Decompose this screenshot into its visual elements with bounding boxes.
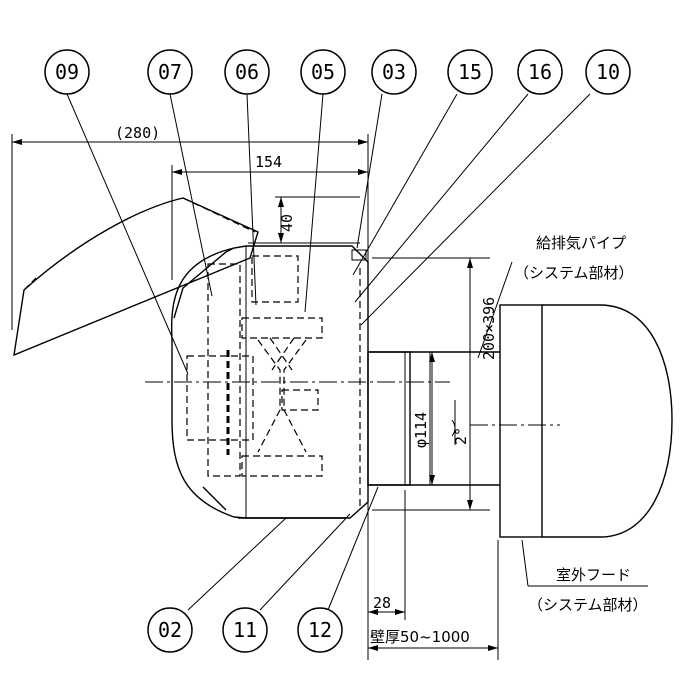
dimension-slope-label: 2° bbox=[452, 427, 470, 445]
dimension-pipe-diameter: φ114 bbox=[412, 352, 435, 485]
dimension-overall: (280) bbox=[11, 124, 368, 330]
callout-10: 10 bbox=[585, 49, 631, 95]
callout-11-label: 11 bbox=[233, 618, 257, 642]
dimension-overall-label: (280) bbox=[115, 124, 160, 142]
dimension-wall-thickness-label: 壁厚50~1000 bbox=[370, 628, 470, 646]
callout-09: 09 bbox=[44, 49, 90, 95]
callout-09-label: 09 bbox=[55, 60, 79, 84]
callout-02: 02 bbox=[147, 607, 193, 653]
note-hood: 室外フード （システム部材） bbox=[521, 539, 648, 614]
callout-15: 15 bbox=[447, 49, 493, 95]
callout-12: 12 bbox=[297, 607, 343, 653]
note-pipe: 給排気パイプ （システム部材） bbox=[477, 234, 634, 359]
dimension-pipe-diameter-label: φ114 bbox=[412, 412, 430, 448]
callout-leaders-top bbox=[66, 93, 591, 375]
dimension-flange: 28 bbox=[368, 490, 406, 620]
callout-16: 16 bbox=[517, 49, 563, 95]
callout-03: 03 bbox=[371, 49, 417, 95]
callout-05-label: 05 bbox=[311, 60, 335, 84]
callout-02-label: 02 bbox=[158, 618, 182, 642]
vent-pipe bbox=[367, 351, 500, 486]
outdoor-hood bbox=[499, 304, 673, 538]
dimension-flange-label: 28 bbox=[373, 594, 391, 612]
note-pipe-system: （システム部材） bbox=[514, 264, 634, 282]
callout-03-label: 03 bbox=[382, 60, 406, 84]
callout-16-label: 16 bbox=[528, 60, 552, 84]
note-hood-name: 室外フード bbox=[556, 566, 631, 584]
upper-panel bbox=[13, 197, 259, 357]
callout-leaders-bottom bbox=[187, 486, 379, 611]
callout-07: 07 bbox=[147, 49, 193, 95]
note-pipe-name: 給排気パイプ bbox=[536, 234, 626, 252]
dimension-opening: 200×396 bbox=[372, 257, 498, 511]
dimension-top-offset: 40 bbox=[248, 196, 360, 244]
callout-11: 11 bbox=[222, 607, 268, 653]
dimension-slope: 2° bbox=[451, 400, 470, 445]
callout-07-label: 07 bbox=[158, 60, 182, 84]
dimension-body-width-label: 154 bbox=[255, 153, 282, 171]
callout-06-label: 06 bbox=[235, 60, 259, 84]
note-hood-system: （システム部材） bbox=[528, 596, 648, 614]
callout-06: 06 bbox=[224, 49, 270, 95]
internal-parts bbox=[186, 255, 361, 508]
callout-05: 05 bbox=[300, 49, 346, 95]
callout-15-label: 15 bbox=[458, 60, 482, 84]
dimension-wall-thickness: 壁厚50~1000 bbox=[368, 540, 499, 660]
dimension-top-offset-label: 40 bbox=[278, 214, 296, 232]
callout-12-label: 12 bbox=[308, 618, 332, 642]
callout-10-label: 10 bbox=[596, 60, 620, 84]
dimension-body-width: 154 bbox=[171, 134, 369, 660]
